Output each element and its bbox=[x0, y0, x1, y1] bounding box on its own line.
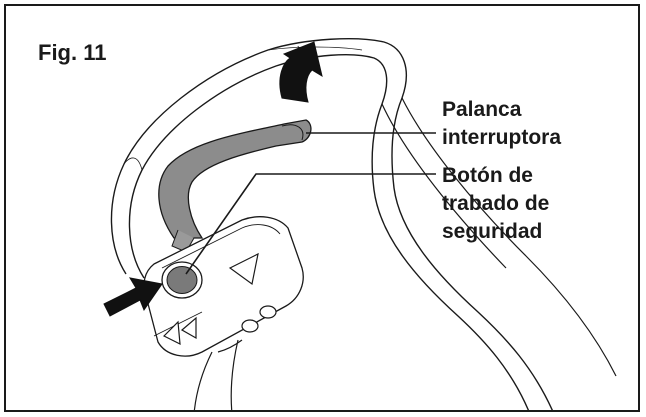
safety-lock-button bbox=[161, 261, 203, 299]
leader-lines bbox=[185, 132, 436, 275]
callout-safety-button-line-2: trabado de bbox=[442, 192, 550, 215]
mower-handle-illustration bbox=[103, 38, 617, 410]
triangle-markings bbox=[162, 252, 259, 346]
cable-connector bbox=[193, 305, 277, 410]
callout-switch-lever: Palanca interruptora bbox=[442, 96, 561, 152]
button-push-arrow bbox=[103, 277, 163, 317]
callout-switch-lever-line-2: interruptora bbox=[442, 126, 562, 149]
figure-frame: Fig. 11 Palanca interruptora Botón de tr… bbox=[4, 4, 640, 412]
figure-title: Fig. 11 bbox=[38, 40, 107, 65]
handle-bar bbox=[110, 38, 553, 410]
callout-safety-lock-button: Botón de trabado de seguridad bbox=[442, 162, 549, 246]
callout-switch-lever-line-1: Palanca bbox=[442, 98, 522, 121]
lever-pull-arrow bbox=[279, 41, 323, 103]
callout-safety-button-line-1: Botón de bbox=[442, 164, 533, 187]
leader-line-safety-button bbox=[185, 173, 436, 275]
callout-safety-button-line-3: seguridad bbox=[442, 220, 543, 243]
handle-right-leg bbox=[381, 97, 617, 377]
